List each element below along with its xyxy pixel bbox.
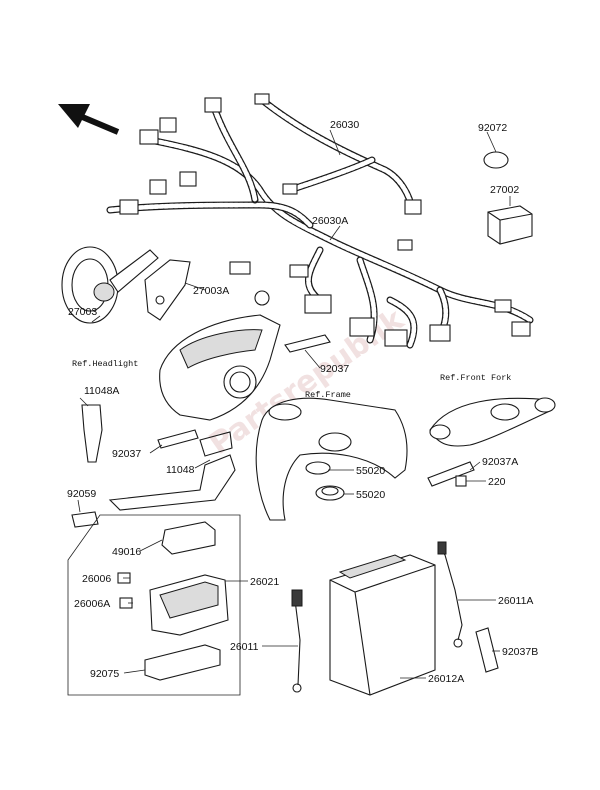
label-26030A: 26030A — [312, 215, 348, 227]
battery-26012A — [329, 554, 436, 696]
grommet-55020-b — [315, 485, 345, 501]
strap-92037A — [427, 461, 475, 487]
cable-26011 — [291, 589, 303, 693]
clamp-92072 — [483, 151, 509, 169]
label-26030: 26030 — [330, 119, 359, 131]
bracket-11048A — [81, 404, 103, 463]
label-26012A: 26012A — [428, 673, 464, 685]
ref-front-fork: Ref.Front Fork — [440, 373, 511, 383]
cable-26011A — [437, 541, 463, 648]
ref-headlight: Ref.Headlight — [72, 359, 138, 369]
strap-92037-top — [284, 334, 331, 353]
bracket-11048 — [108, 431, 236, 511]
headlight-cover — [159, 314, 281, 421]
front-direction-arrow-icon — [58, 104, 120, 135]
bolt-220 — [455, 475, 467, 487]
label-92037B: 92037B — [502, 646, 538, 658]
label-92072: 92072 — [478, 122, 507, 134]
bracket-27003A — [144, 259, 191, 321]
label-220: 220 — [488, 476, 506, 488]
grommet-55020-a — [305, 461, 331, 475]
relay-27002 — [487, 205, 533, 245]
label-26006A: 26006A — [74, 598, 110, 610]
reference-labels: Ref.Headlight Ref.Frame Ref.Front Fork — [72, 359, 511, 400]
strap-92037-left — [157, 429, 199, 449]
label-11048A: 11048A — [84, 385, 119, 397]
boot-92037B — [475, 627, 499, 673]
label-92059: 92059 — [67, 488, 96, 500]
label-26011A: 26011A — [498, 595, 533, 607]
steering-stem — [429, 397, 556, 447]
part-labels: 26030 92072 27002 26030A 27003A 27003 92… — [67, 119, 538, 685]
label-92037A: 92037A — [482, 456, 518, 468]
label-27002: 27002 — [490, 184, 519, 196]
label-55020-b: 55020 — [356, 489, 385, 501]
label-92075: 92075 — [90, 668, 119, 680]
label-55020-a: 55020 — [356, 465, 385, 477]
label-92037-top: 92037 — [320, 363, 349, 375]
label-26021: 26021 — [250, 576, 279, 588]
horn-27003 — [61, 246, 159, 324]
sub-harness-26030 — [254, 93, 422, 215]
label-27003: 27003 — [68, 306, 97, 318]
label-92037-left: 92037 — [112, 448, 141, 460]
label-26006: 26006 — [82, 573, 111, 585]
label-11048: 11048 — [166, 464, 195, 476]
ref-frame: Ref.Frame — [305, 390, 351, 400]
label-26011: 26011 — [230, 641, 259, 653]
pad-92059 — [71, 511, 99, 528]
frame-reference — [255, 397, 408, 521]
label-49016: 49016 — [112, 546, 141, 558]
label-27003A: 27003A — [193, 285, 229, 297]
leader-lines — [77, 129, 511, 679]
fuse-box-group — [67, 514, 241, 696]
